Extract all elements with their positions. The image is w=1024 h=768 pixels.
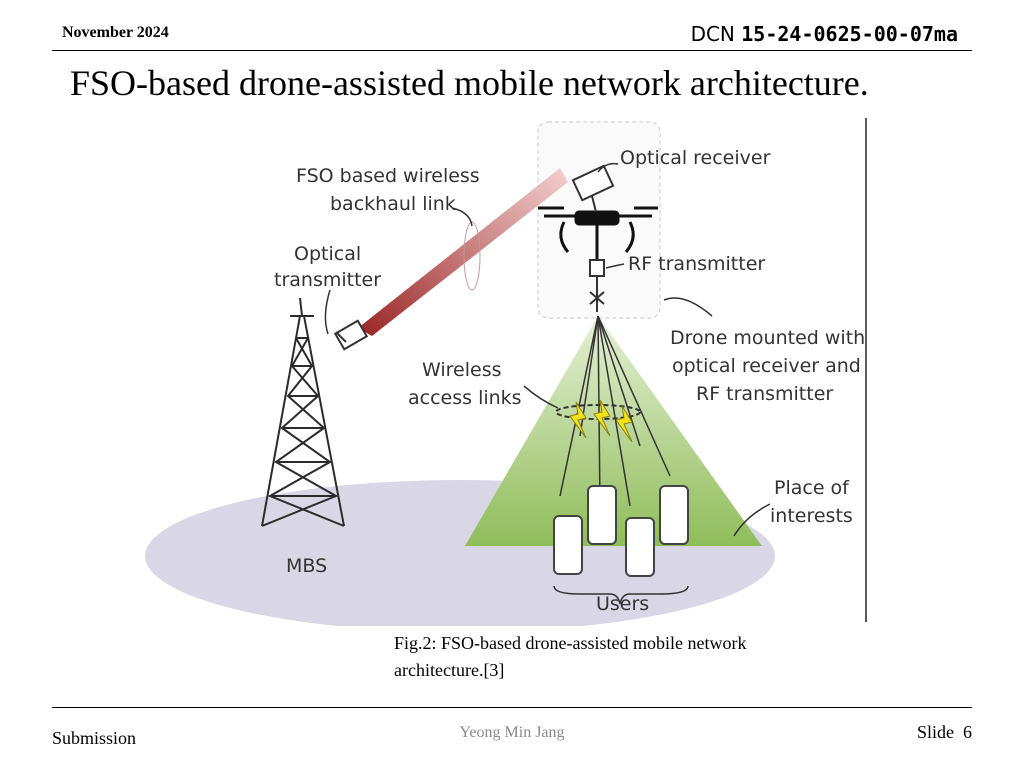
label-optical-tx-2: transmitter: [274, 269, 381, 291]
dcn-number: 15-24-0625-00-07ma: [741, 22, 958, 46]
header-date: November 2024: [62, 24, 169, 41]
label-wireless-2: access links: [408, 387, 522, 409]
lightning-icon: [569, 399, 633, 443]
footer-rule: [52, 707, 972, 708]
label-fso-2: backhaul link: [330, 193, 456, 215]
label-drone-2: optical receiver and: [672, 355, 861, 377]
footer-submission: Submission: [52, 728, 137, 748]
label-place-2: interests: [770, 505, 853, 527]
architecture-figure: FSO based wireless backhaul link Optical…: [145, 118, 867, 626]
drone-icon: [538, 206, 658, 260]
footer-author: Yeong Min Jang: [459, 724, 565, 741]
slide-number: Slide 6: [917, 722, 972, 743]
label-fso-1: FSO based wireless: [296, 165, 480, 187]
slide-title: FSO-based drone-assisted mobile network …: [70, 63, 869, 103]
header-dcn: DCN 15-24-0625-00-07ma: [691, 22, 958, 46]
label-optical-receiver: Optical receiver: [620, 147, 771, 169]
beam-ring: [463, 221, 481, 291]
label-rf-transmitter: RF transmitter: [628, 253, 765, 275]
label-mbs: MBS: [286, 555, 327, 577]
optical-receiver-icon: [571, 164, 615, 213]
user-phones: [553, 485, 689, 577]
figure-caption: Fig.2: FSO-based drone-assisted mobile n…: [394, 633, 747, 680]
label-wireless-1: Wireless: [422, 359, 502, 381]
slide-label: Slide: [916, 722, 954, 742]
optical-transmitter-icon: [333, 319, 369, 351]
header-rule: [52, 50, 972, 51]
mbs-tower-icon: [261, 297, 345, 527]
dcn-prefix: DCN: [690, 22, 735, 46]
callout-arrows: [324, 162, 771, 537]
label-users: Users: [596, 593, 649, 615]
label-drone-1: Drone mounted with: [670, 327, 865, 349]
rf-transmitter-icon: [589, 259, 605, 312]
fso-beam: [358, 168, 568, 336]
label-place-1: Place of: [774, 477, 850, 499]
label-optical-tx-1: Optical: [294, 243, 361, 265]
label-drone-3: RF transmitter: [696, 383, 833, 405]
slide-num: 6: [963, 722, 972, 742]
users-brace: [553, 585, 689, 605]
